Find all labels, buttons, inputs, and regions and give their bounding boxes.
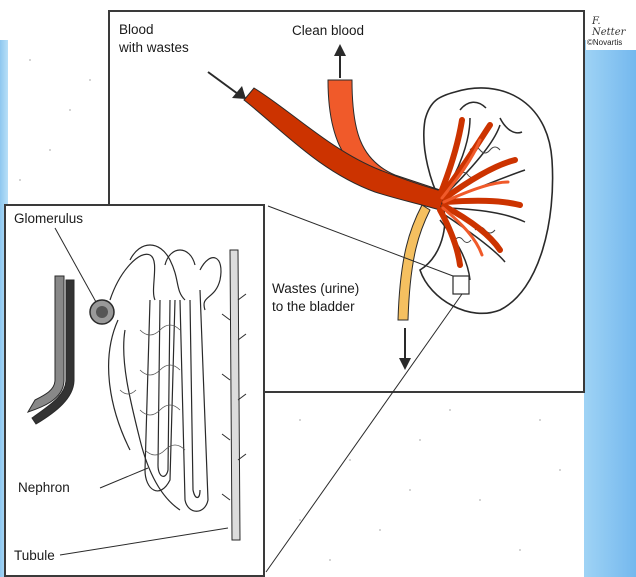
label-wastes-2: to the bladder xyxy=(272,299,355,315)
label-blood-with-wastes-1: Blood xyxy=(119,22,154,38)
label-tubule: Tubule xyxy=(14,548,55,564)
label-wastes-1: Wastes (urine) xyxy=(272,281,359,297)
label-clean-blood: Clean blood xyxy=(292,23,364,39)
collecting-tubule xyxy=(230,250,240,540)
label-glomerulus: Glomerulus xyxy=(14,211,83,227)
novartis-copyright: ©Novartis xyxy=(587,38,622,47)
label-nephron: Nephron xyxy=(18,480,70,496)
netter-signature: F. Netter xyxy=(592,16,636,38)
label-blood-with-wastes-2: with wastes xyxy=(119,40,189,56)
netter-logo: F. Netter ©Novartis xyxy=(586,10,636,50)
afferent-vessel xyxy=(28,276,64,412)
nephron-loops xyxy=(109,245,221,511)
